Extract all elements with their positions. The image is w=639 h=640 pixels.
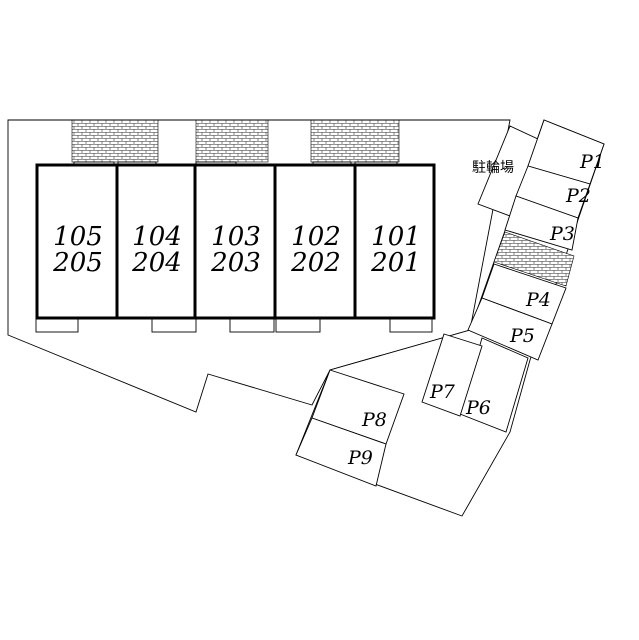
unit-label-ground: 104: [132, 222, 182, 252]
unit-label-ground: 105: [53, 222, 103, 252]
parking-label-p8: P8: [361, 409, 387, 431]
unit-label-upper: 204: [131, 248, 182, 278]
parking-label-p5: P5: [509, 325, 535, 347]
parking-label-p1: P1: [579, 151, 605, 173]
unit-label-upper: 201: [370, 248, 421, 278]
parking-label-p6: P6: [465, 397, 491, 419]
parking-stall-p3: [504, 195, 579, 251]
bicycle-parking-label: 駐輪場: [472, 159, 514, 176]
parking-label-p3: P3: [549, 223, 575, 245]
unit-label-upper: 203: [210, 248, 261, 278]
unit-label-upper: 205: [52, 248, 103, 278]
parking-label-p7: P7: [429, 381, 456, 403]
unit-label-ground: 102: [291, 222, 341, 252]
balconies: [35, 317, 433, 333]
unit-102: 102 202: [273, 163, 357, 320]
unit-label-ground: 101: [371, 222, 421, 252]
walkway-103: [195, 119, 269, 163]
unit-101: 101 201: [353, 163, 436, 320]
walkway-105: [71, 119, 159, 163]
unit-104: 104 204: [115, 163, 197, 320]
parking-stall-p9: [295, 417, 387, 487]
parking-label-p2: P2: [565, 185, 591, 207]
parking-label-p4: P4: [525, 289, 551, 311]
parking-stall-p7: [421, 333, 483, 417]
parking-stall-p5: [467, 297, 553, 361]
brick-strip: [493, 231, 575, 287]
walkway-102: [310, 119, 400, 163]
unit-103: 103 203: [193, 163, 277, 320]
unit-105: 105 205: [35, 163, 119, 320]
parking-label-p9: P9: [347, 447, 373, 469]
unit-label-ground: 103: [211, 222, 261, 252]
unit-label-upper: 202: [290, 248, 341, 278]
